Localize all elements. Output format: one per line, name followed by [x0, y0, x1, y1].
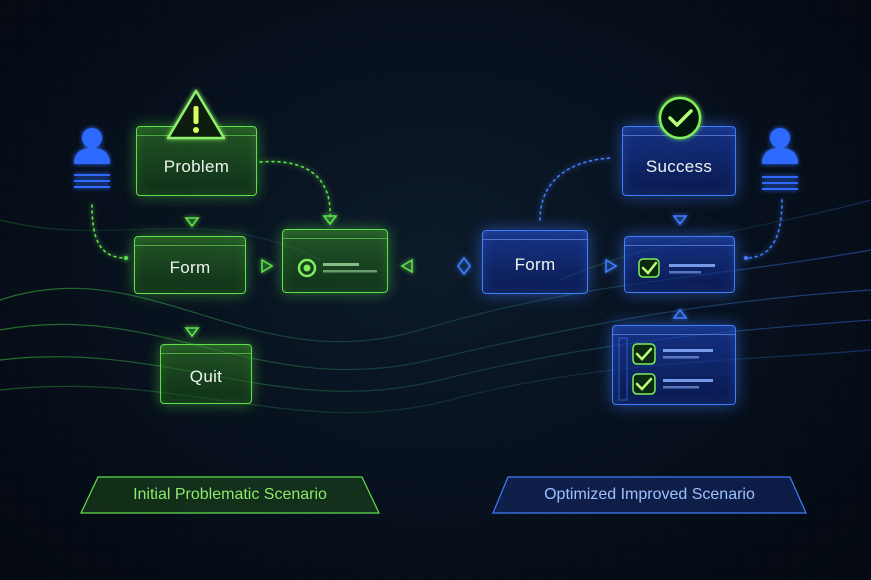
- checklist-node: [612, 325, 736, 405]
- connector-problem-to-panel: [259, 160, 331, 219]
- quit-label: Quit: [189, 367, 223, 386]
- left-banner-text: Initial Problematic Scenario: [133, 486, 327, 503]
- form-label-left: Form: [169, 258, 211, 277]
- radio-indicator-panel: [297, 258, 377, 278]
- form-panel-blue: [624, 236, 735, 293]
- diamond-blue: [457, 256, 471, 276]
- checklist-items: [618, 337, 713, 401]
- form-panel-green: [282, 229, 388, 293]
- success-label: Success: [645, 157, 713, 176]
- connector-user-to-form: [91, 204, 127, 259]
- arrowhead-green-3: [184, 327, 200, 338]
- arrowhead-blue-1: [672, 215, 688, 226]
- user-icon-left: [74, 128, 110, 188]
- arrowhead-blue-3: [672, 308, 688, 319]
- check-icon: [658, 96, 702, 140]
- form-node-left: Form: [134, 236, 246, 294]
- form-node-right: Form: [482, 230, 588, 294]
- arrowhead-green-1: [184, 217, 200, 228]
- left-banner-shape: [80, 476, 380, 514]
- connector-user-to-panel: [745, 199, 783, 259]
- warning-icon: [166, 89, 226, 140]
- connector-bluewform-to-success: [539, 157, 613, 221]
- arrowhead-green-4: [261, 258, 274, 274]
- dot-blue-1: [744, 256, 748, 260]
- arrowhead-green-2: [322, 215, 338, 226]
- checked-row-panel: [638, 258, 715, 278]
- arrowhead-blue-2: [605, 258, 618, 274]
- dot-green-1: [124, 256, 128, 260]
- problem-node: Problem: [136, 126, 257, 196]
- arrowhead-green-5: [400, 258, 413, 274]
- form-label-right: Form: [514, 255, 556, 274]
- right-scenario-banner: Optimized Improved Scenario: [492, 476, 807, 514]
- quit-node: Quit: [160, 344, 252, 404]
- problem-label: Problem: [163, 157, 230, 176]
- left-scenario-banner: Initial Problematic Scenario: [80, 476, 380, 514]
- right-banner-shape: [492, 476, 807, 514]
- user-icon-right: [762, 128, 798, 190]
- right-banner-text: Optimized Improved Scenario: [544, 486, 755, 503]
